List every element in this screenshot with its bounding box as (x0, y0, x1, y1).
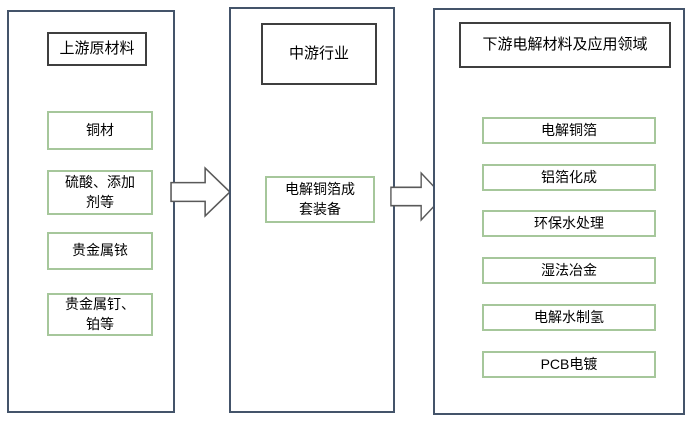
upstream-item-copper: 铜材 (47, 111, 153, 150)
downstream-title-box: 下游电解材料及应用领域 (459, 22, 671, 68)
downstream-item-hydrometallurgy: 湿法冶金 (482, 257, 656, 284)
midstream-title-box: 中游行业 (261, 23, 377, 85)
downstream-panel: 下游电解材料及应用领域 电解铜箔 铝箔化成 环保水处理 湿法冶金 电解水制氢 P… (433, 8, 685, 415)
downstream-title: 下游电解材料及应用领域 (482, 36, 648, 54)
upstream-item-precious-metal-platinum: 贵金属钉、 铂等 (47, 293, 153, 336)
downstream-item-environmental-water-treatment: 环保水处理 (482, 210, 656, 237)
upstream-title-box: 上游原材料 (47, 32, 147, 66)
arrow-right-icon (170, 166, 232, 218)
arrow-right-icon (390, 171, 445, 222)
upstream-title: 上游原材料 (59, 40, 135, 58)
downstream-item-pcb-plating: PCB电镀 (482, 351, 656, 378)
downstream-item-aluminum-foil-formation: 铝箔化成 (482, 164, 656, 191)
downstream-item-water-electrolysis-hydrogen: 电解水制氢 (482, 304, 656, 331)
upstream-item-precious-metal-iridium: 贵金属铱 (47, 232, 153, 270)
midstream-panel: 中游行业 电解铜箔成 套装备 (229, 7, 395, 413)
upstream-item-sulfuric-acid-additives: 硫酸、添加 剂等 (47, 170, 153, 215)
downstream-item-electrolytic-copper-foil: 电解铜箔 (482, 117, 656, 144)
midstream-title: 中游行业 (288, 45, 349, 63)
upstream-panel: 上游原材料 铜材 硫酸、添加 剂等 贵金属铱 贵金属钉、 铂等 (7, 10, 175, 413)
midstream-item-electrolytic-copper-foil-equipment: 电解铜箔成 套装备 (265, 176, 375, 223)
